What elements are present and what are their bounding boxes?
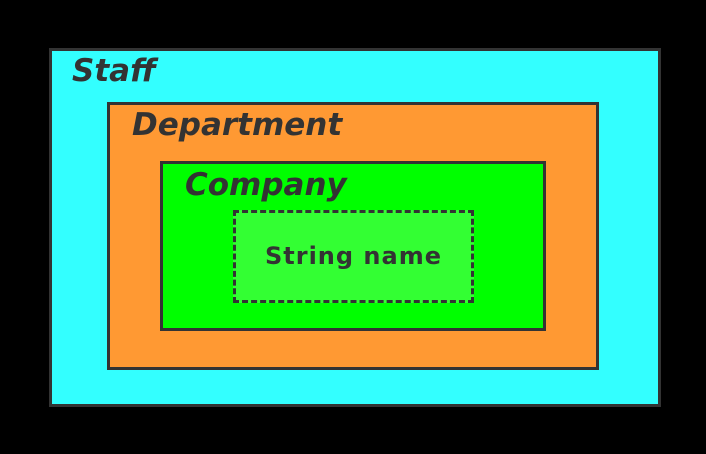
string-name-field: String name — [233, 210, 474, 303]
staff-label: Staff — [72, 53, 156, 89]
field-label: String name — [264, 241, 442, 270]
company-label: Company — [185, 167, 347, 203]
department-label: Department — [132, 107, 343, 143]
